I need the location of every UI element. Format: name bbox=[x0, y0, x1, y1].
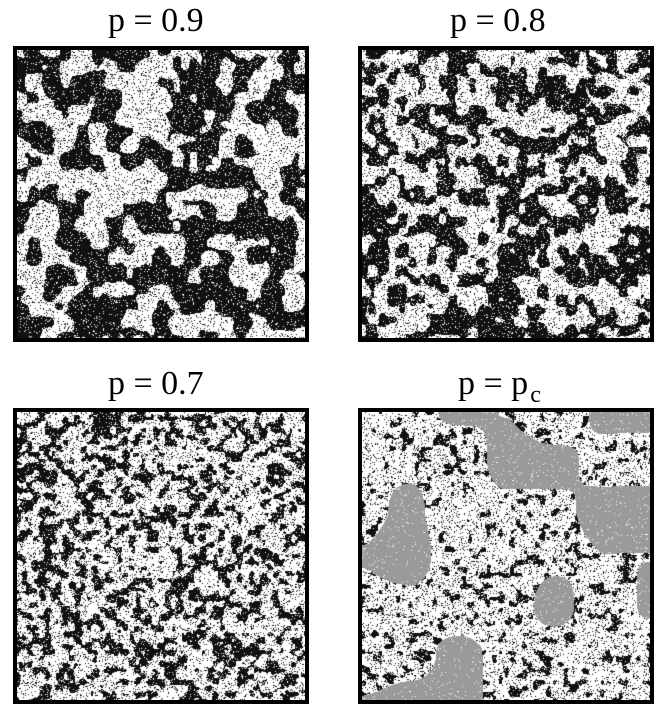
panel-title-ppc: p = pc bbox=[458, 365, 541, 408]
lattice-image bbox=[17, 412, 305, 700]
lattice-panel-p07 bbox=[13, 408, 309, 704]
lattice-panel-p08 bbox=[358, 46, 654, 342]
panel-title-text: p = 0.8 bbox=[450, 2, 546, 39]
panel-title-p09: p = 0.9 bbox=[108, 4, 204, 38]
lattice-panel-ppc bbox=[358, 408, 654, 704]
panel-title-text: p = 0.7 bbox=[108, 365, 204, 402]
panel-title-subscript: c bbox=[530, 382, 541, 408]
lattice-image bbox=[362, 412, 650, 700]
panel-title-p07: p = 0.7 bbox=[108, 367, 204, 401]
lattice-image bbox=[17, 50, 305, 338]
panel-title-p08: p = 0.8 bbox=[450, 4, 546, 38]
panel-title-text: p = 0.9 bbox=[108, 2, 204, 39]
lattice-panel-p09 bbox=[13, 46, 309, 342]
lattice-image bbox=[362, 50, 650, 338]
panel-title-text: p = p bbox=[458, 365, 529, 402]
